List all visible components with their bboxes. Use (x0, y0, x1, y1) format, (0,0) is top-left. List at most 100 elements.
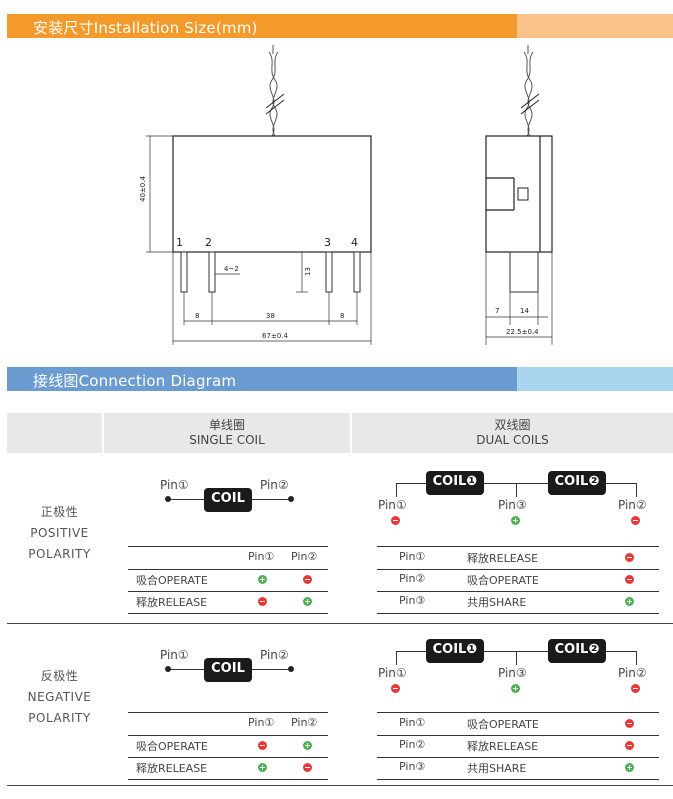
plus-icon (258, 763, 267, 772)
minus-icon (303, 763, 312, 772)
row-label: 释放RELEASE (467, 552, 539, 565)
row-label: 共用SHARE (467, 596, 527, 609)
section-title: 安装尺寸Installation Size(mm) (33, 19, 258, 37)
negative-en2: POLARITY (28, 711, 91, 725)
pin1-label: Pin① (160, 478, 189, 492)
header-bar-right (517, 14, 673, 38)
minus-icon (631, 684, 640, 693)
minus-icon (391, 516, 400, 525)
minus-icon (303, 575, 312, 584)
height-value: 40±0.4 (139, 176, 147, 202)
header-bar-right (517, 367, 673, 391)
pin3-label: Pin③ (498, 498, 527, 512)
section-divider (7, 785, 673, 786)
relay-body-front (172, 135, 372, 253)
positive-polarity-label: 正极性 POSITIVE POLARITY (7, 502, 112, 565)
header-blank-cell (7, 413, 102, 453)
pin-length-value: 13 (304, 267, 312, 276)
row-pin: Pin① (399, 550, 426, 563)
negative-cn: 反极性 (40, 669, 79, 683)
table-row: 释放RELEASE (128, 591, 328, 614)
minus-icon (631, 516, 640, 525)
table-row: Pin① 吸合OPERATE (377, 712, 659, 736)
installation-size-header: 安装尺寸Installation Size(mm) (7, 14, 673, 38)
coil-box: COIL (204, 488, 252, 512)
installation-drawing: 1 2 3 4 40±0.4 4~2 13 8 38 8 67±0.4 (139, 45, 553, 345)
side-width-value: 22.5±0.4 (506, 328, 539, 336)
row-label: 释放RELEASE (136, 596, 208, 609)
side-dim-left: 7 (495, 307, 499, 315)
pin1-label: Pin① (378, 666, 407, 680)
table-row: 吸合OPERATE (128, 569, 328, 592)
table-row: Pin③ 共用SHARE (377, 757, 659, 780)
row-label: 共用SHARE (467, 762, 527, 775)
plus-icon (303, 741, 312, 750)
positive-en2: POLARITY (28, 547, 91, 561)
header-single-coil: 单线圈 SINGLE COIL (104, 413, 350, 453)
row-label: 吸合OPERATE (136, 574, 208, 587)
pin-label-2: 2 (205, 236, 212, 249)
negative-polarity-label: 反极性 NEGATIVE POLARITY (7, 666, 112, 729)
col-pin2: Pin② (291, 550, 318, 563)
negative-single-coil-diagram: Pin① Pin② COIL (160, 648, 300, 688)
dual-coils-en: DUAL COILS (476, 433, 549, 447)
coil1-box: COIL❶ (426, 639, 484, 663)
row-label: 释放RELEASE (136, 762, 208, 775)
side-wires (520, 45, 540, 137)
relay-body-side (485, 135, 553, 253)
col-pin2: Pin② (291, 716, 318, 729)
row-label: 吸合OPERATE (467, 718, 539, 731)
minus-icon (625, 575, 634, 584)
table-row: 吸合OPERATE (128, 735, 328, 758)
plus-icon (511, 516, 520, 525)
pin2-label: Pin② (260, 648, 289, 662)
plus-icon (625, 597, 634, 606)
row-pin: Pin③ (399, 760, 426, 773)
pin-label-4: 4 (351, 236, 358, 249)
single-coil-en: SINGLE COIL (189, 433, 265, 447)
header-dual-coils: 双线圈 DUAL COILS (352, 413, 673, 453)
side-dimensions (485, 252, 553, 345)
side-dim-right: 14 (520, 307, 529, 315)
pin-spacing-value: 4~2 (224, 265, 239, 273)
minus-icon (625, 553, 634, 562)
pin1-label: Pin① (378, 498, 407, 512)
minus-icon (258, 597, 267, 606)
pin3-label: Pin③ (498, 666, 527, 680)
overall-width-value: 67±0.4 (262, 332, 288, 340)
pin2-label: Pin② (618, 666, 647, 680)
positive-dual-coil-diagram: COIL❶ COIL❷ Pin① Pin③ Pin② (378, 468, 658, 530)
row-pin: Pin③ (399, 594, 426, 607)
row-label: 释放RELEASE (467, 740, 539, 753)
table-row: 释放RELEASE (128, 757, 328, 780)
table-row: Pin③ 共用SHARE (377, 591, 659, 614)
minus-icon (258, 741, 267, 750)
negative-en1: NEGATIVE (27, 690, 92, 704)
side-pin (509, 251, 539, 293)
section-divider (7, 623, 673, 624)
table-row: Pin① Pin② (128, 546, 328, 570)
coil2-box: COIL❷ (548, 471, 606, 495)
plus-icon (258, 575, 267, 584)
col-pin1: Pin① (248, 550, 275, 563)
coil-box: COIL (204, 658, 252, 682)
positive-en1: POSITIVE (30, 526, 89, 540)
front-pins (180, 251, 361, 293)
pin1-label: Pin① (160, 648, 189, 662)
bottom-dimensions (172, 252, 372, 345)
pin-label-1: 1 (176, 236, 183, 249)
table-row: Pin② 释放RELEASE (377, 735, 659, 758)
positive-single-table: Pin① Pin② 吸合OPERATE 释放RELEASE (128, 546, 328, 614)
negative-dual-coil-diagram: COIL❶ COIL❷ Pin① Pin③ Pin② (378, 636, 658, 698)
pin2-label: Pin② (260, 478, 289, 492)
coil1-box: COIL❶ (426, 471, 484, 495)
dim-right-value: 8 (340, 312, 344, 320)
table-row: Pin① 释放RELEASE (377, 546, 659, 570)
row-label: 吸合OPERATE (136, 740, 208, 753)
plus-icon (625, 763, 634, 772)
pin2-label: Pin② (618, 498, 647, 512)
positive-dual-table: Pin① 释放RELEASE Pin② 吸合OPERATE Pin③ 共用SHA… (377, 546, 659, 614)
plus-icon (303, 597, 312, 606)
negative-single-table: Pin① Pin② 吸合OPERATE 释放RELEASE (128, 712, 328, 780)
plus-icon (511, 684, 520, 693)
